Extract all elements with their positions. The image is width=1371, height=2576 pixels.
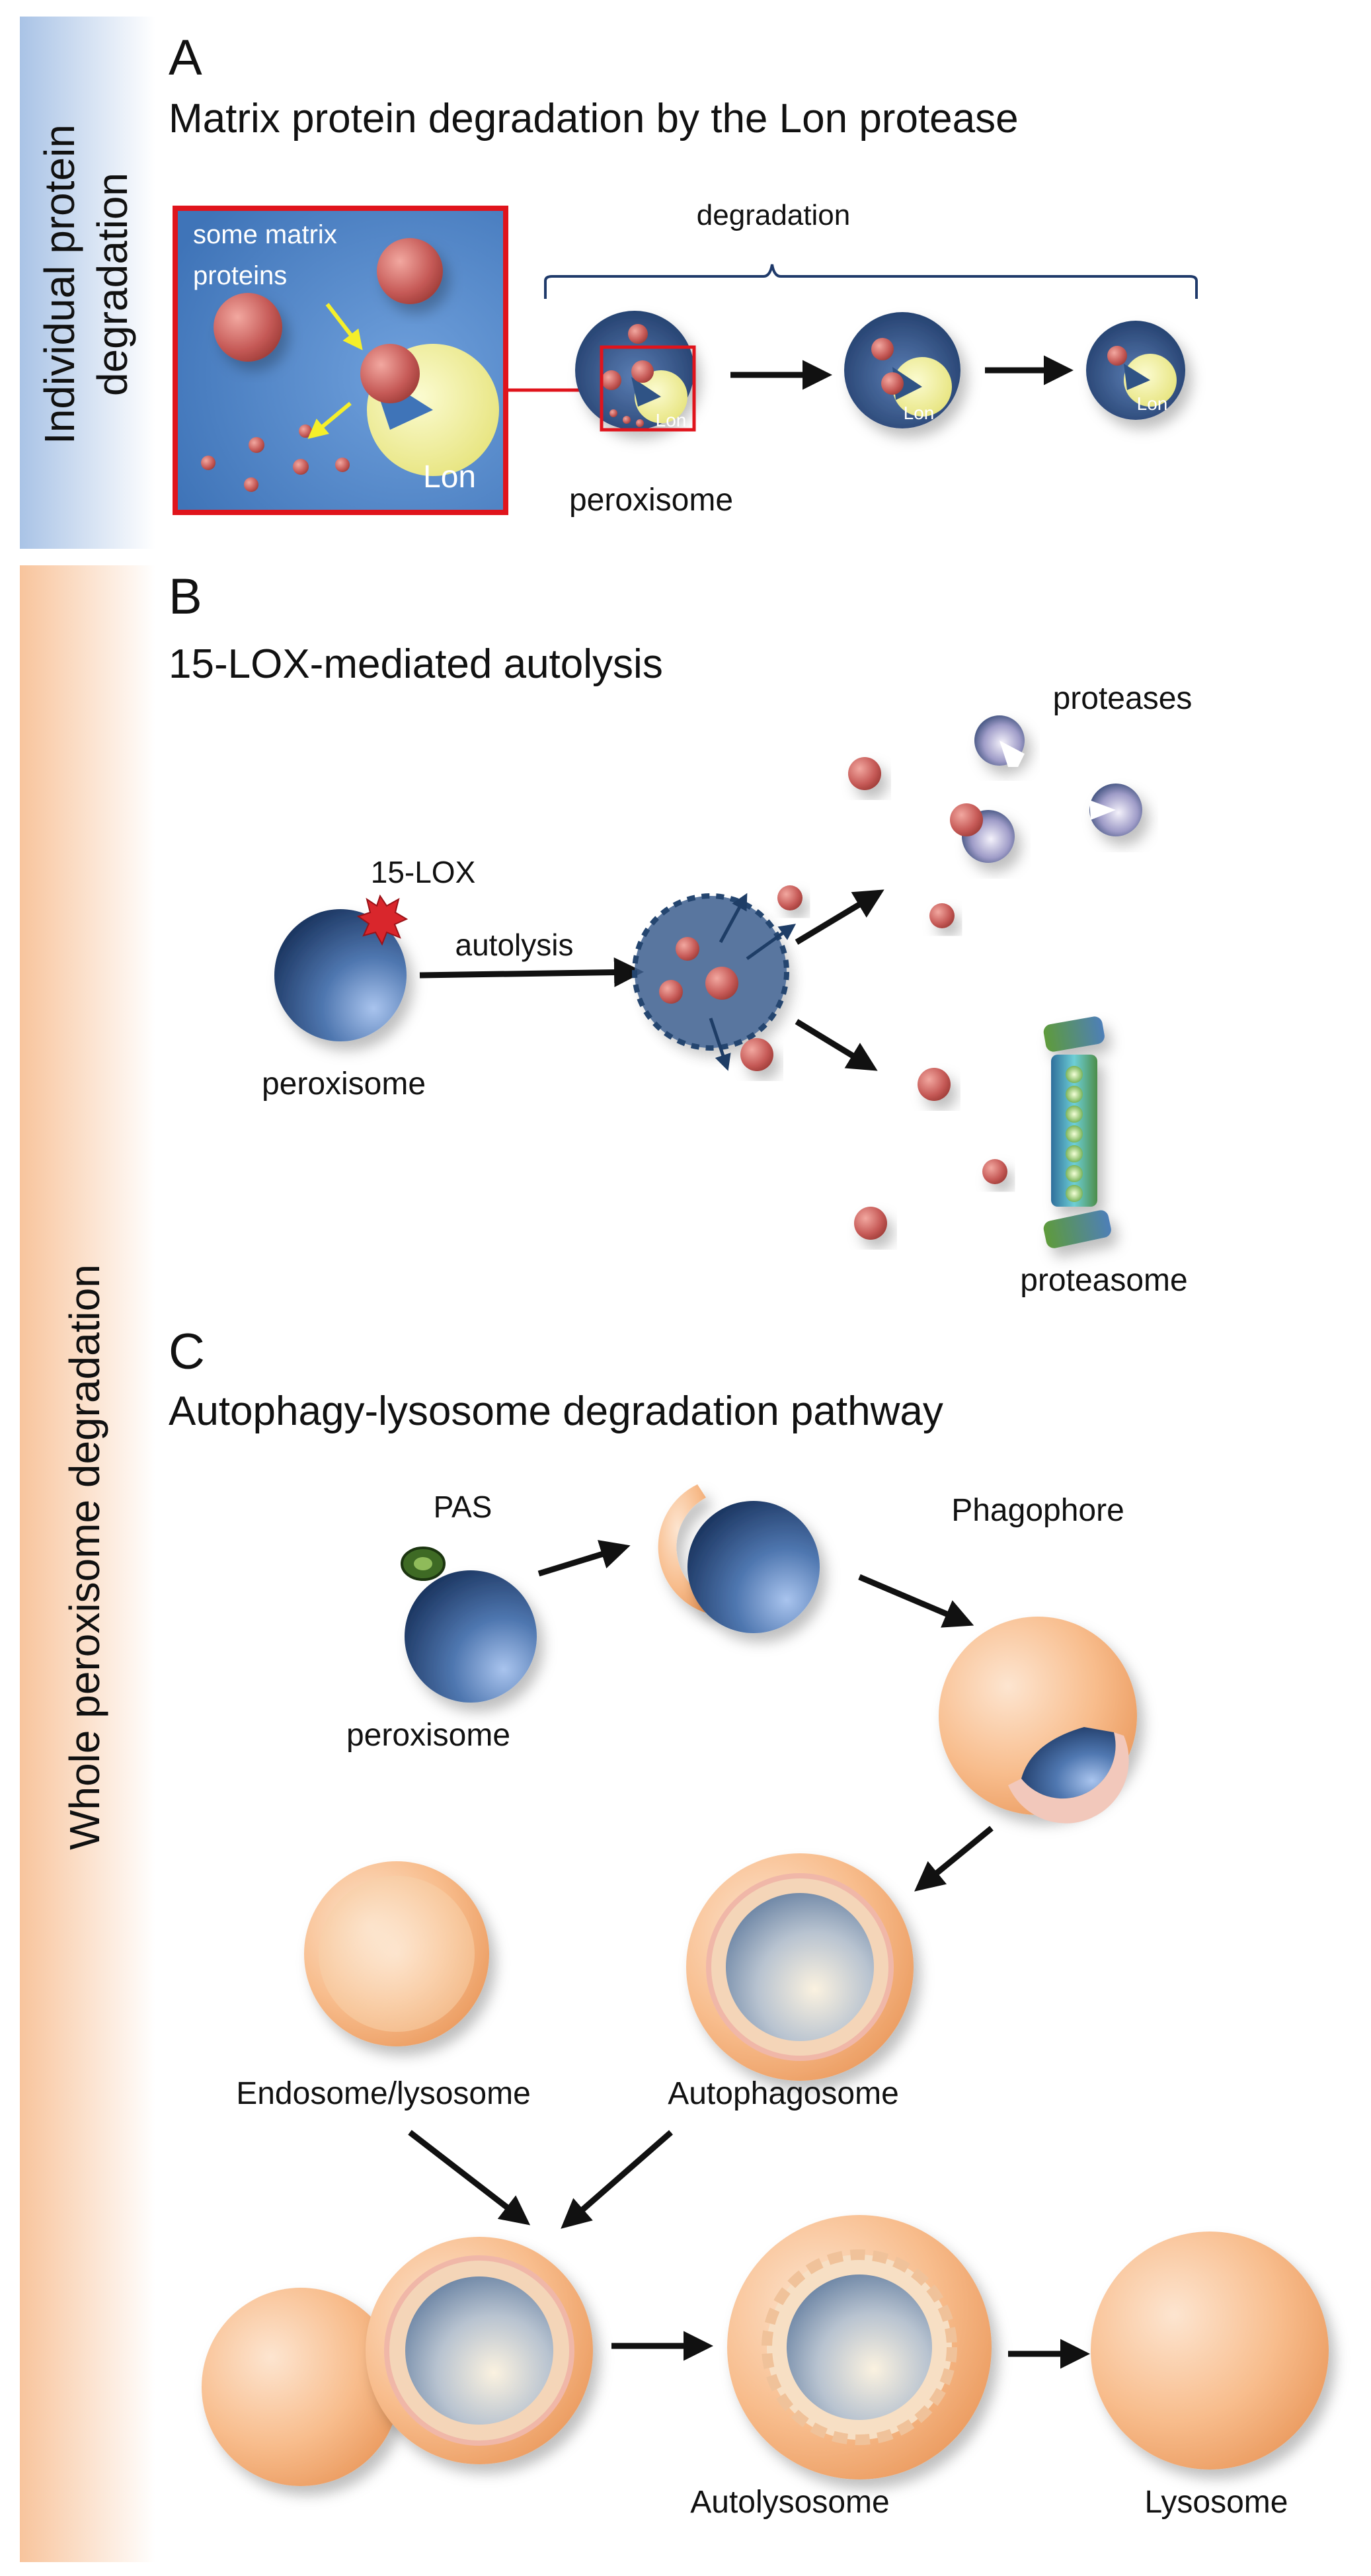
lon-label-2: Lon — [904, 403, 935, 423]
protease-1 — [974, 715, 1025, 767]
peroxisome-a2: Lon — [844, 312, 960, 428]
inset-text-line1: some matrix — [193, 220, 337, 249]
inset-lon-label: Lon — [423, 460, 476, 495]
peroxisome-c-label: peroxisome — [346, 1718, 510, 1753]
endosome-lysosome — [304, 1861, 489, 2046]
autolysing-peroxisome — [632, 893, 797, 1071]
panel-b-title: 15-LOX-mediated autolysis — [169, 641, 663, 687]
autolysosome — [727, 2215, 992, 2479]
side-label-top-line1: Individual protein — [36, 124, 83, 444]
lox-label: 15-LOX — [371, 855, 476, 889]
autolysis-label: autolysis — [455, 928, 574, 962]
fusion-complex — [202, 2237, 593, 2486]
side-label-top-line2: degradation — [89, 173, 136, 396]
phagophore-initiating — [658, 1484, 820, 1633]
phagophore-label: Phagophore — [951, 1493, 1124, 1528]
autophagosome-label: Autophagosome — [668, 2076, 899, 2111]
panel-a-letter: A — [169, 30, 202, 86]
side-bar-bottom — [20, 565, 155, 2562]
peroxisome-b-label: peroxisome — [262, 1067, 426, 1102]
proteasome-label: proteasome — [1020, 1263, 1187, 1298]
panel-a-title: Matrix protein degradation by the Lon pr… — [169, 96, 1019, 141]
protease-2 — [950, 803, 1015, 863]
panel-c-title: Autophagy-lysosome degradation pathway — [169, 1389, 943, 1434]
autophagosome — [686, 1853, 914, 2081]
peroxisome-c — [401, 1547, 537, 1703]
lon-label-1: Lon — [656, 410, 687, 430]
side-label-bottom: Whole peroxisome degradation — [61, 1264, 108, 1850]
lox-enzyme-icon — [356, 894, 409, 946]
proteases-label: proteases — [1053, 681, 1193, 716]
degradation-brace — [544, 264, 1198, 299]
peroxisome-a3: Lon — [1086, 321, 1185, 420]
proteasome-icon — [1043, 1016, 1111, 1248]
pas-label: PAS — [434, 1490, 492, 1524]
protease-3 — [1089, 784, 1142, 836]
side-bar-top — [20, 17, 155, 549]
lysosome — [1091, 2232, 1329, 2470]
peroxisome-b — [274, 894, 409, 1041]
endosome-label: Endosome/lysosome — [236, 2076, 531, 2111]
autolysosome-label: Autolysosome — [690, 2485, 889, 2520]
panel-b-letter: B — [169, 569, 202, 625]
panel-a-inset: some matrix proteins Lon — [173, 206, 508, 515]
panel-c-letter: C — [169, 1324, 205, 1380]
lon-label-3: Lon — [1137, 393, 1168, 414]
peroxisome-a-label: peroxisome — [569, 483, 733, 518]
inset-text-line2: proteins — [193, 261, 287, 290]
phagophore — [939, 1617, 1137, 1824]
peroxisome-a1: Lon — [575, 311, 696, 432]
lysosome-label: Lysosome — [1145, 2485, 1288, 2520]
degradation-label: degradation — [697, 199, 850, 231]
